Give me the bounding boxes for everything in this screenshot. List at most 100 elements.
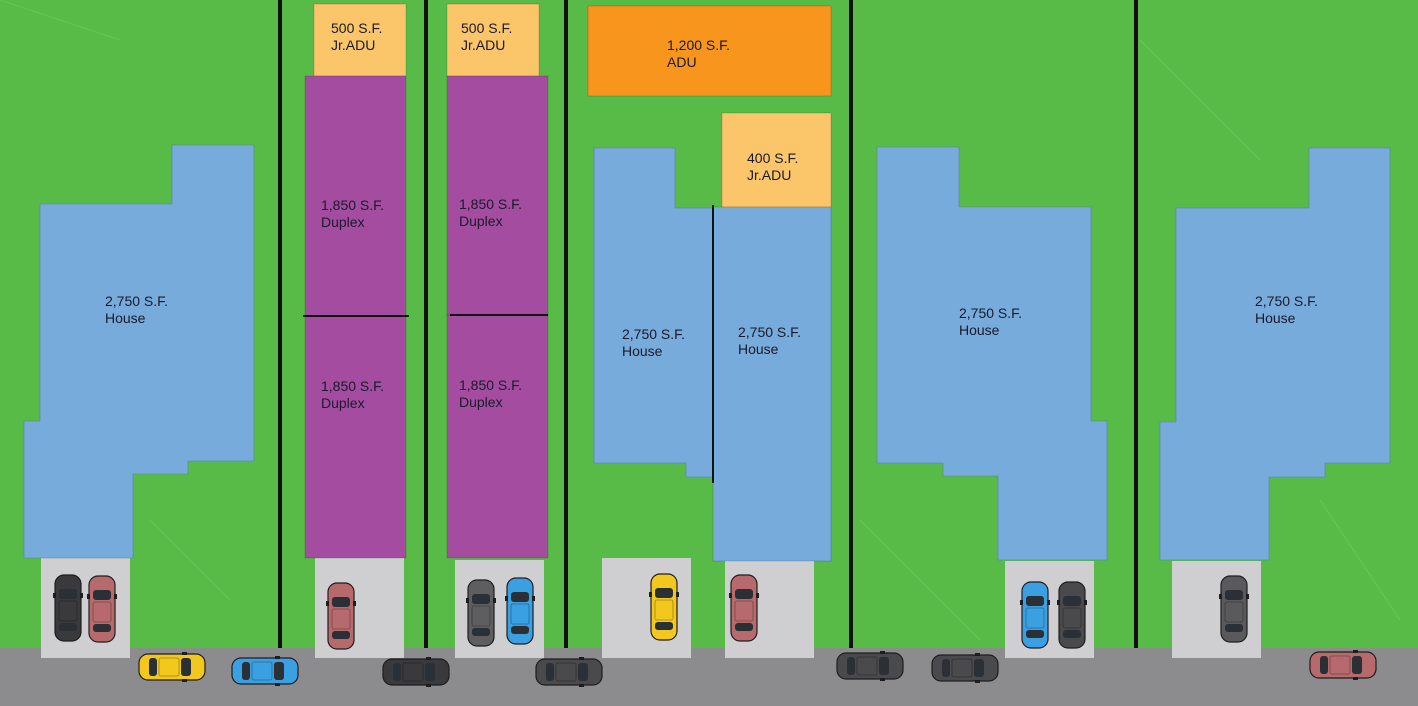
car-mirror <box>1057 600 1060 605</box>
car-windshield <box>274 662 284 680</box>
car-icon <box>326 582 356 650</box>
building-type: Duplex <box>321 214 365 230</box>
car-icon <box>931 653 999 683</box>
car-icon <box>505 577 535 645</box>
building-type: House <box>622 343 663 359</box>
car-rear-window <box>655 622 673 630</box>
car-mirror <box>532 596 535 601</box>
building-size: 1,850 S.F. <box>321 197 385 213</box>
car-rear-window <box>735 623 753 631</box>
car-mirror <box>426 657 431 660</box>
house-label: 2,750 S.F.House <box>959 305 1022 339</box>
house-footprint <box>1159 147 1391 561</box>
car-windshield <box>1225 590 1243 600</box>
car-rear-window <box>472 628 490 636</box>
car-icon <box>382 657 450 687</box>
car-mirror <box>426 684 431 687</box>
car-mirror <box>493 598 496 603</box>
car-mirror <box>1219 594 1222 599</box>
car-mirror <box>1353 677 1358 680</box>
building-size: 2,750 S.F. <box>738 324 802 340</box>
car-roof <box>951 658 973 678</box>
car-windshield <box>735 589 753 599</box>
car-rear-window <box>1320 656 1328 674</box>
car-windshield <box>1026 596 1044 606</box>
property-line <box>424 0 428 648</box>
car-mirror <box>1047 600 1050 605</box>
car-mirror <box>87 594 90 599</box>
duplex-unit-footprint <box>446 314 549 559</box>
property-line <box>1134 0 1138 648</box>
lawn-texture-line <box>149 519 231 601</box>
car-mirror <box>114 594 117 599</box>
car-mirror <box>1246 594 1249 599</box>
car-rear-window <box>546 663 554 681</box>
building-size: 2,750 S.F. <box>622 326 686 342</box>
car-mirror <box>353 601 356 606</box>
car-mirror <box>729 593 732 598</box>
building-type: Jr.ADU <box>747 167 792 183</box>
car-mirror <box>880 678 885 681</box>
driveway <box>41 558 130 658</box>
car-windshield <box>472 594 490 604</box>
car-rear-window <box>847 657 855 675</box>
building-type: House <box>1255 310 1296 326</box>
car-rear-window <box>942 659 950 677</box>
duplex-unit-footprint <box>304 315 407 559</box>
car-icon <box>535 657 603 687</box>
car-roof <box>1025 607 1045 629</box>
car-rear-window <box>1225 624 1243 632</box>
car-rear-window <box>149 658 157 676</box>
car-mirror <box>182 679 187 682</box>
building-size: 2,750 S.F. <box>1255 293 1319 309</box>
building-type: House <box>959 322 1000 338</box>
car-roof <box>92 601 112 623</box>
car-windshield <box>1063 596 1081 606</box>
car-mirror <box>466 598 469 603</box>
car-mirror <box>275 683 280 686</box>
car-icon <box>466 579 496 647</box>
car-icon <box>1309 650 1377 680</box>
lawn-texture-line <box>1139 39 1261 161</box>
duplex-unit-label: 1,850 S.F.Duplex <box>321 378 384 412</box>
car-mirror <box>182 652 187 655</box>
car-rear-window <box>1026 630 1044 638</box>
car-icon <box>138 652 206 682</box>
duplex-unit-footprint <box>446 75 549 316</box>
jr-adu-label: 500 S.F.Jr.ADU <box>461 20 512 54</box>
property-line <box>849 0 853 648</box>
car-icon <box>1020 581 1050 649</box>
house-footprint <box>23 144 255 559</box>
building-type: Duplex <box>459 213 503 229</box>
car-roof <box>734 600 754 622</box>
car-roof <box>158 657 180 677</box>
house-label: 2,750 S.F.House <box>1255 293 1318 327</box>
car-roof <box>654 599 674 621</box>
jr-adu-footprint <box>721 112 832 208</box>
building-size: 400 S.F. <box>747 150 799 166</box>
property-line <box>278 0 282 648</box>
car-roof <box>1224 601 1244 623</box>
jr-adu-footprint <box>446 3 540 77</box>
car-rear-window <box>242 662 250 680</box>
building-size: 1,850 S.F. <box>459 377 523 393</box>
car-icon <box>1219 575 1249 643</box>
building-type: House <box>105 310 146 326</box>
car-icon <box>231 656 299 686</box>
car-roof <box>58 600 78 622</box>
car-windshield <box>974 659 984 677</box>
car-icon <box>836 651 904 681</box>
car-mirror <box>1020 600 1023 605</box>
car-icon <box>649 573 679 641</box>
car-rear-window <box>393 663 401 681</box>
car-rear-window <box>93 624 111 632</box>
car-windshield <box>332 597 350 607</box>
car-mirror <box>676 592 679 597</box>
car-icon <box>729 574 759 642</box>
house-label: 2,750 S.F.House <box>105 293 168 327</box>
car-roof <box>1329 655 1351 675</box>
building-size: 1,850 S.F. <box>321 378 385 394</box>
car-roof <box>555 662 577 682</box>
lawn-texture-line <box>0 0 121 41</box>
